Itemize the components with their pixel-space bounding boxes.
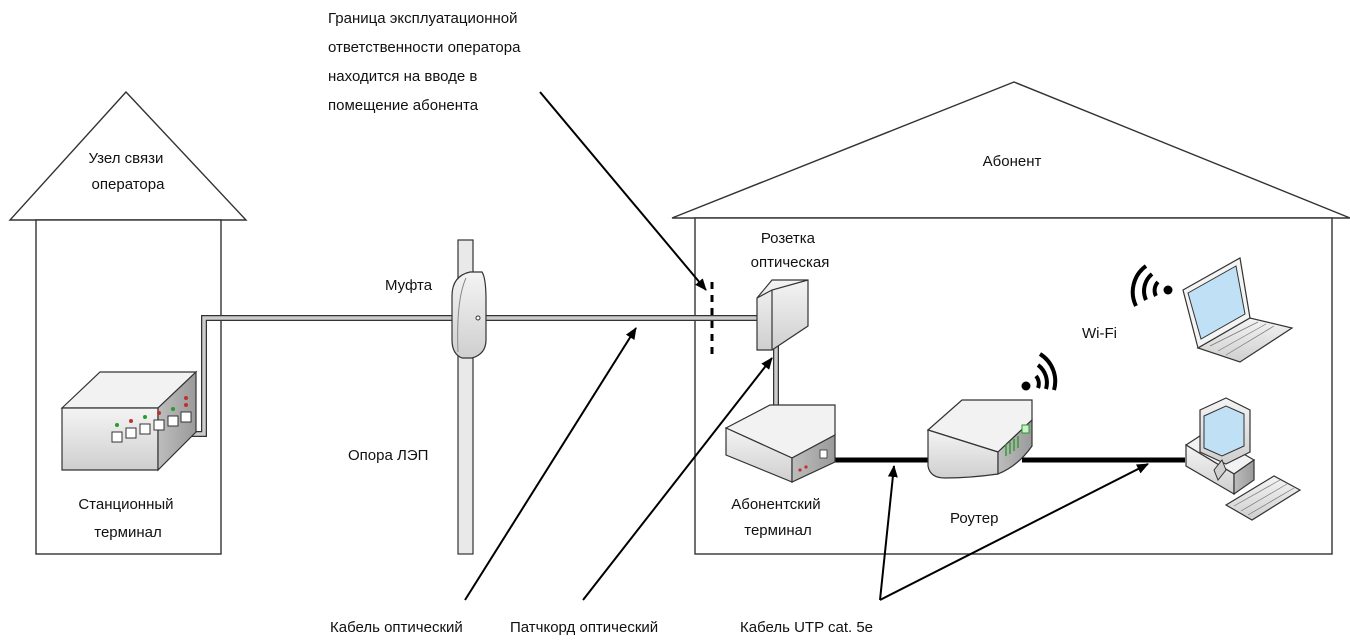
optical-socket-label: Розетка оптическая [751, 230, 830, 271]
subscriber-terminal-label: Абонентский терминал [731, 496, 825, 539]
wifi-icon [1130, 264, 1173, 307]
laptop-icon [1182, 257, 1294, 363]
utp-cable-label: Кабель UTP cat. 5e [740, 619, 873, 636]
optical-cable-label: Кабель оптический [330, 619, 463, 636]
operator-node-house: Узел связи оператора [8, 90, 248, 555]
power-pole-label: Опора ЛЭП [348, 447, 428, 464]
subscriber-label: Абонент [983, 153, 1042, 170]
subscriber-terminal-icon [724, 404, 836, 483]
boundary-note: Граница эксплуатационной ответственности… [328, 10, 525, 114]
router-icon [926, 352, 1058, 479]
station-terminal-icon: Станционный терминал [60, 370, 198, 541]
operator-node-label: Узел связи оператора [88, 150, 167, 193]
router-label: Роутер [950, 510, 998, 527]
coupling-icon [451, 271, 487, 359]
coupling-label: Муфта [385, 277, 433, 294]
router-wifi-icon [1021, 352, 1058, 391]
optical-socket-icon [756, 279, 809, 351]
wifi-label: Wi-Fi [1082, 325, 1117, 342]
desktop-computer-icon [1184, 397, 1302, 521]
callout-arrows [464, 91, 1149, 601]
station-terminal-label: Станционный терминал [78, 496, 177, 541]
optical-patchcord-label: Патчкорд оптический [510, 619, 658, 636]
